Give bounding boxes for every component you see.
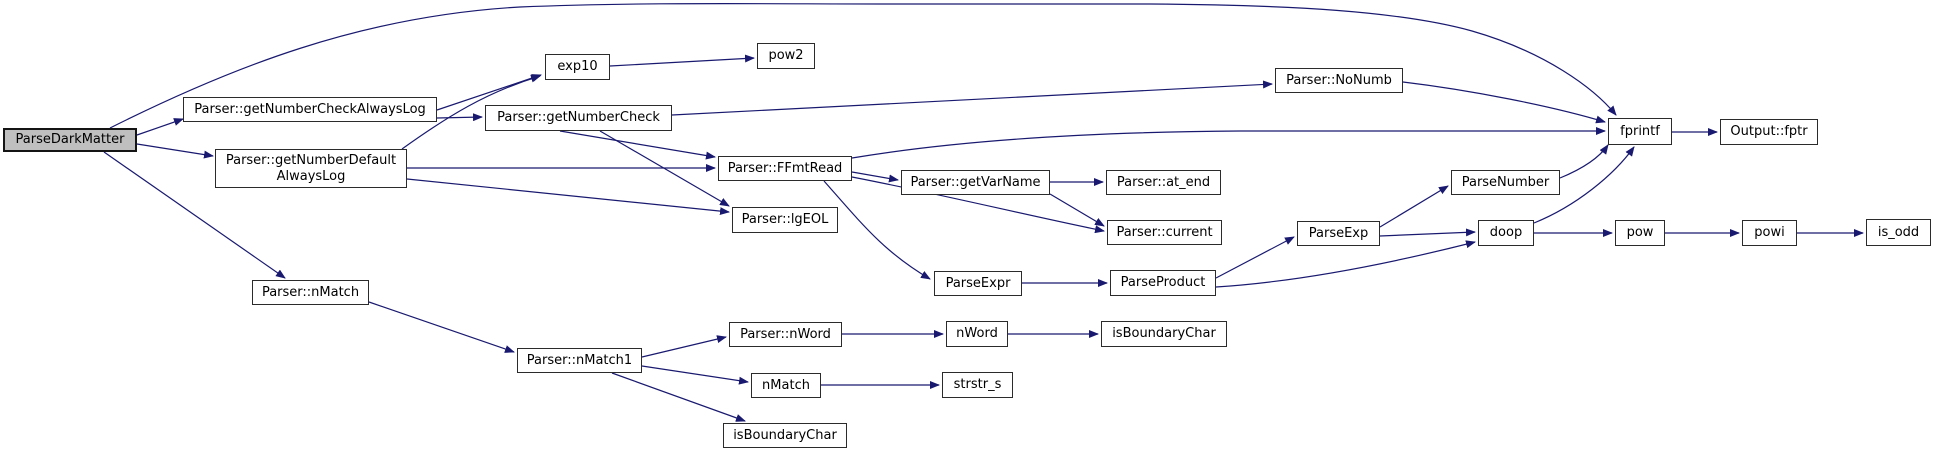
node-label: ParseExpr xyxy=(945,275,1011,291)
node-label: Parser::nWord xyxy=(740,326,831,342)
edges-group xyxy=(103,3,1864,422)
node-parser-ffmt-read[interactable]: Parser::FFmtRead xyxy=(718,156,852,181)
node-doop[interactable]: doop xyxy=(1478,220,1534,246)
node-parser-no-numb[interactable]: Parser::NoNumb xyxy=(1275,68,1403,93)
node-n-word[interactable]: nWord xyxy=(946,321,1008,347)
node-parse-number[interactable]: ParseNumber xyxy=(1451,170,1560,195)
node-label: Parser::FFmtRead xyxy=(727,160,843,176)
edge-parse-number-to-fprintf xyxy=(1559,144,1609,179)
node-parser-at-end[interactable]: Parser::at_end xyxy=(1106,170,1221,195)
node-label: nWord xyxy=(956,326,998,342)
node-label: Output::fptr xyxy=(1730,124,1808,140)
edge-parser-ffmt-read-to-parser-get-var-name xyxy=(851,171,899,183)
edge-parse-dark-matter-to-parser-get-number-default-always-log xyxy=(136,143,214,159)
edge-parser-ffmt-read-to-fprintf xyxy=(851,126,1606,159)
node-parse-dark-matter[interactable]: ParseDarkMatter xyxy=(3,128,137,152)
edge-parser-get-var-name-to-parser-current xyxy=(1049,193,1105,227)
edge-doop-to-fprintf xyxy=(1533,146,1635,224)
edge-parser-n-match-to-parser-n-match1 xyxy=(368,301,515,353)
node-label: pow2 xyxy=(768,48,804,64)
edge-parse-dark-matter-to-parser-n-match xyxy=(103,151,286,279)
node-strstr-s[interactable]: strstr_s xyxy=(942,372,1013,398)
edge-parse-dark-matter-to-parser-get-number-check-always-log xyxy=(136,118,184,136)
edge-parser-n-match1-to-parser-n-word xyxy=(641,335,727,358)
edge-parse-exp-to-parse-number xyxy=(1379,185,1449,228)
node-parser-n-match1[interactable]: Parser::nMatch1 xyxy=(517,348,642,373)
node-parser-lg-eol[interactable]: Parser::lgEOL xyxy=(732,207,838,233)
node-is-odd[interactable]: is_odd xyxy=(1866,219,1931,246)
node-n-match[interactable]: nMatch xyxy=(751,373,821,398)
node-parser-get-number-check[interactable]: Parser::getNumberCheck xyxy=(485,105,672,131)
node-label: Parser::current xyxy=(1116,224,1213,240)
node-label: Parser::at_end xyxy=(1116,174,1211,190)
node-parse-exp[interactable]: ParseExp xyxy=(1297,221,1380,246)
node-parser-current[interactable]: Parser::current xyxy=(1107,220,1222,245)
edge-parser-n-match1-to-n-match xyxy=(641,365,749,385)
node-label: Parser::getNumberCheckAlwaysLog xyxy=(194,101,426,117)
node-parse-product[interactable]: ParseProduct xyxy=(1110,270,1216,296)
edge-parser-no-numb-to-fprintf xyxy=(1402,81,1606,124)
node-label: is_odd xyxy=(1877,224,1920,240)
edge-parser-n-match1-to-is-boundary-char-2 xyxy=(611,372,746,422)
edge-parser-ffmt-read-to-parser-current xyxy=(851,176,1105,234)
node-pow[interactable]: pow xyxy=(1615,220,1665,246)
node-label: nMatch xyxy=(762,377,810,393)
node-label: Parser::getVarName xyxy=(910,174,1041,190)
edge-parser-get-number-check-to-parser-ffmt-read xyxy=(559,130,716,160)
node-label: ParseNumber xyxy=(1461,174,1550,190)
node-is-boundary-char-2[interactable]: isBoundaryChar xyxy=(723,423,847,448)
node-output-fptr[interactable]: Output::fptr xyxy=(1720,119,1818,145)
node-label: exp10 xyxy=(557,59,598,75)
edge-parse-dark-matter-to-fprintf xyxy=(109,3,1617,129)
node-exp10[interactable]: exp10 xyxy=(545,54,610,80)
edge-parse-exp-to-doop xyxy=(1379,228,1476,237)
node-label: Parser::lgEOL xyxy=(741,212,829,228)
node-fprintf[interactable]: fprintf xyxy=(1608,118,1672,145)
node-is-boundary-char[interactable]: isBoundaryChar xyxy=(1101,321,1227,347)
edge-parser-get-number-default-always-log-to-parser-lg-eol xyxy=(406,178,730,216)
node-label: Parser::nMatch xyxy=(261,284,360,300)
node-label: AlwaysLog xyxy=(276,168,346,184)
edge-parser-ffmt-read-to-parse-expr xyxy=(823,180,931,280)
node-label: Parser::nMatch1 xyxy=(526,352,633,368)
edge-parser-get-number-default-always-log-to-exp10 xyxy=(401,74,541,150)
node-label: powi xyxy=(1754,225,1785,241)
node-parser-get-number-check-always-log[interactable]: Parser::getNumberCheckAlwaysLog xyxy=(183,97,437,122)
edge-parse-product-to-doop xyxy=(1215,240,1476,288)
node-label: ParseDarkMatter xyxy=(15,132,125,148)
node-label: ParseExp xyxy=(1308,225,1369,241)
node-parser-n-word[interactable]: Parser::nWord xyxy=(729,322,842,347)
edge-exp10-to-pow2 xyxy=(609,54,755,67)
node-label: fprintf xyxy=(1620,123,1660,139)
node-powi[interactable]: powi xyxy=(1742,220,1797,246)
node-parser-n-match[interactable]: Parser::nMatch xyxy=(252,280,369,305)
edge-parser-get-number-check-to-parser-lg-eol xyxy=(599,130,730,207)
edge-parse-product-to-parse-exp xyxy=(1215,236,1295,279)
node-pow2[interactable]: pow2 xyxy=(757,43,815,69)
node-label: Parser::getNumberCheck xyxy=(497,110,660,126)
node-parser-get-var-name[interactable]: Parser::getVarName xyxy=(901,170,1050,195)
node-parse-expr[interactable]: ParseExpr xyxy=(934,271,1022,296)
node-label: pow xyxy=(1626,225,1654,241)
node-label: strstr_s xyxy=(953,377,1002,393)
node-label: isBoundaryChar xyxy=(1112,326,1216,342)
node-label: doop xyxy=(1489,225,1523,241)
node-label: Parser::NoNumb xyxy=(1286,72,1392,88)
node-label: isBoundaryChar xyxy=(733,427,837,443)
edge-parser-get-number-check-always-log-to-parser-get-number-check xyxy=(436,113,483,122)
edge-parser-get-number-check-to-parser-no-numb xyxy=(671,80,1273,116)
node-label: ParseProduct xyxy=(1120,275,1206,291)
node-label: Parser::getNumberDefault xyxy=(225,153,397,169)
